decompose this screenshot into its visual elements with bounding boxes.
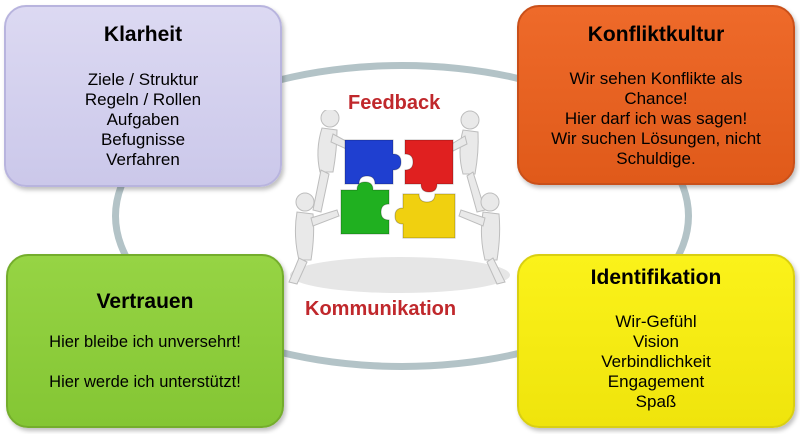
floor-shadow — [290, 257, 510, 293]
puzzle-piece-red — [404, 139, 454, 193]
konfliktkultur-title: Konfliktkultur — [587, 23, 725, 46]
identifikation-line: Spaß — [635, 392, 677, 411]
klarheit-title: Klarheit — [103, 23, 183, 46]
konfliktkultur-line: Schuldige. — [616, 149, 696, 168]
feedback-label: Feedback — [348, 92, 441, 114]
konfliktkultur-line: Wir suchen Lösungen, nicht — [551, 129, 761, 148]
vertrauen-line: Hier werde ich unterstützt! — [49, 373, 241, 391]
figure-bottom-right — [458, 192, 506, 285]
klarheit-line: Befugnisse — [100, 130, 186, 149]
klarheit-line: Verfahren — [106, 150, 180, 169]
puzzle-pieces — [340, 139, 456, 239]
identifikation-line: Verbindlichkeit — [601, 352, 711, 371]
konfliktkultur-box: Konfliktkultur Wir sehen Konflikte als C… — [517, 5, 795, 185]
kommunikation-label: Kommunikation — [305, 298, 457, 320]
vertrauen-title: Vertrauen — [96, 290, 194, 313]
figure-bottom-left — [288, 192, 340, 285]
identifikation-box: Identifikation Wir-Gefühl Vision Verbind… — [517, 254, 795, 428]
puzzle-piece-yellow — [394, 193, 456, 239]
konfliktkultur-line: Hier darf ich was sagen! — [564, 109, 748, 128]
puzzle-team-illustration — [288, 110, 510, 293]
klarheit-line: Aufgaben — [106, 110, 180, 129]
klarheit-line: Ziele / Struktur — [87, 70, 199, 89]
vertrauen-box: Vertrauen Hier bleibe ich unversehrt! Hi… — [6, 254, 284, 428]
cycle-ring — [112, 62, 692, 370]
puzzle-piece-blue — [344, 139, 402, 185]
identifikation-line: Vision — [633, 332, 679, 351]
identifikation-line: Wir-Gefühl — [615, 312, 697, 331]
vertrauen-line: Hier bleibe ich unversehrt! — [49, 333, 241, 351]
identifikation-title: Identifikation — [590, 266, 722, 289]
klarheit-line: Regeln / Rollen — [84, 90, 202, 109]
figure-top-left — [312, 110, 356, 213]
puzzle-piece-green — [340, 181, 390, 235]
identifikation-line: Engagement — [607, 372, 705, 391]
konfliktkultur-line: Wir sehen Konflikte als — [569, 69, 743, 88]
konfliktkultur-line: Chance! — [624, 89, 688, 108]
klarheit-box: Klarheit Ziele / Struktur Regeln / Rolle… — [4, 5, 282, 187]
